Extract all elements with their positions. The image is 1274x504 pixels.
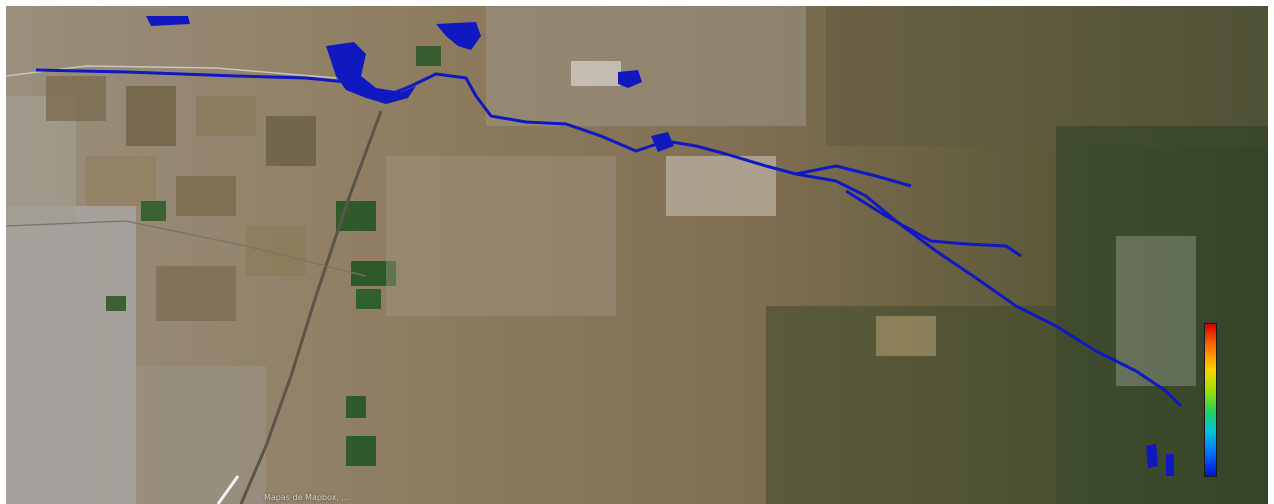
flood-pond-north (436, 22, 481, 50)
legend-color-bar (1204, 323, 1217, 477)
flood-lake-west (326, 42, 416, 104)
road-north-south (239, 110, 383, 504)
field (176, 176, 236, 216)
bright-patch (571, 61, 621, 86)
flood-southeast-spots (1146, 444, 1174, 476)
field (156, 266, 236, 321)
field-green (346, 436, 376, 466)
hills-east (826, 6, 1268, 146)
quarry (666, 156, 776, 216)
urban-area-center (386, 156, 616, 316)
field (46, 76, 106, 121)
map-credit: Mapas de Mapbox, ... (264, 493, 350, 502)
map-frame[interactable]: Mapas de Mapbox, ... (6, 6, 1268, 504)
field (266, 116, 316, 166)
urban-area-north (486, 6, 806, 126)
urban-area-south (136, 366, 266, 504)
forest-east (1056, 126, 1268, 504)
satellite-map[interactable] (6, 6, 1268, 504)
clearing (876, 316, 936, 356)
flood-pond-center (618, 70, 642, 88)
urban-area-west (6, 206, 136, 504)
field-green (416, 46, 441, 66)
road-secondary (6, 220, 367, 277)
field (126, 86, 176, 146)
field-green (346, 396, 366, 418)
field-green (356, 289, 381, 309)
flood-branch-east (845, 189, 1022, 258)
field (246, 226, 306, 276)
field-green (351, 261, 396, 286)
depth-legend (1194, 298, 1268, 483)
field-green (141, 201, 166, 221)
field-green (106, 296, 126, 311)
legend-ticks (1220, 298, 1268, 483)
road-white (216, 475, 240, 504)
flood-pond-river (651, 132, 674, 152)
haze-patch (1116, 236, 1196, 386)
field (196, 96, 256, 136)
flood-branch-north (795, 164, 912, 188)
field (86, 156, 156, 206)
flood-pond-topleft (146, 16, 190, 26)
